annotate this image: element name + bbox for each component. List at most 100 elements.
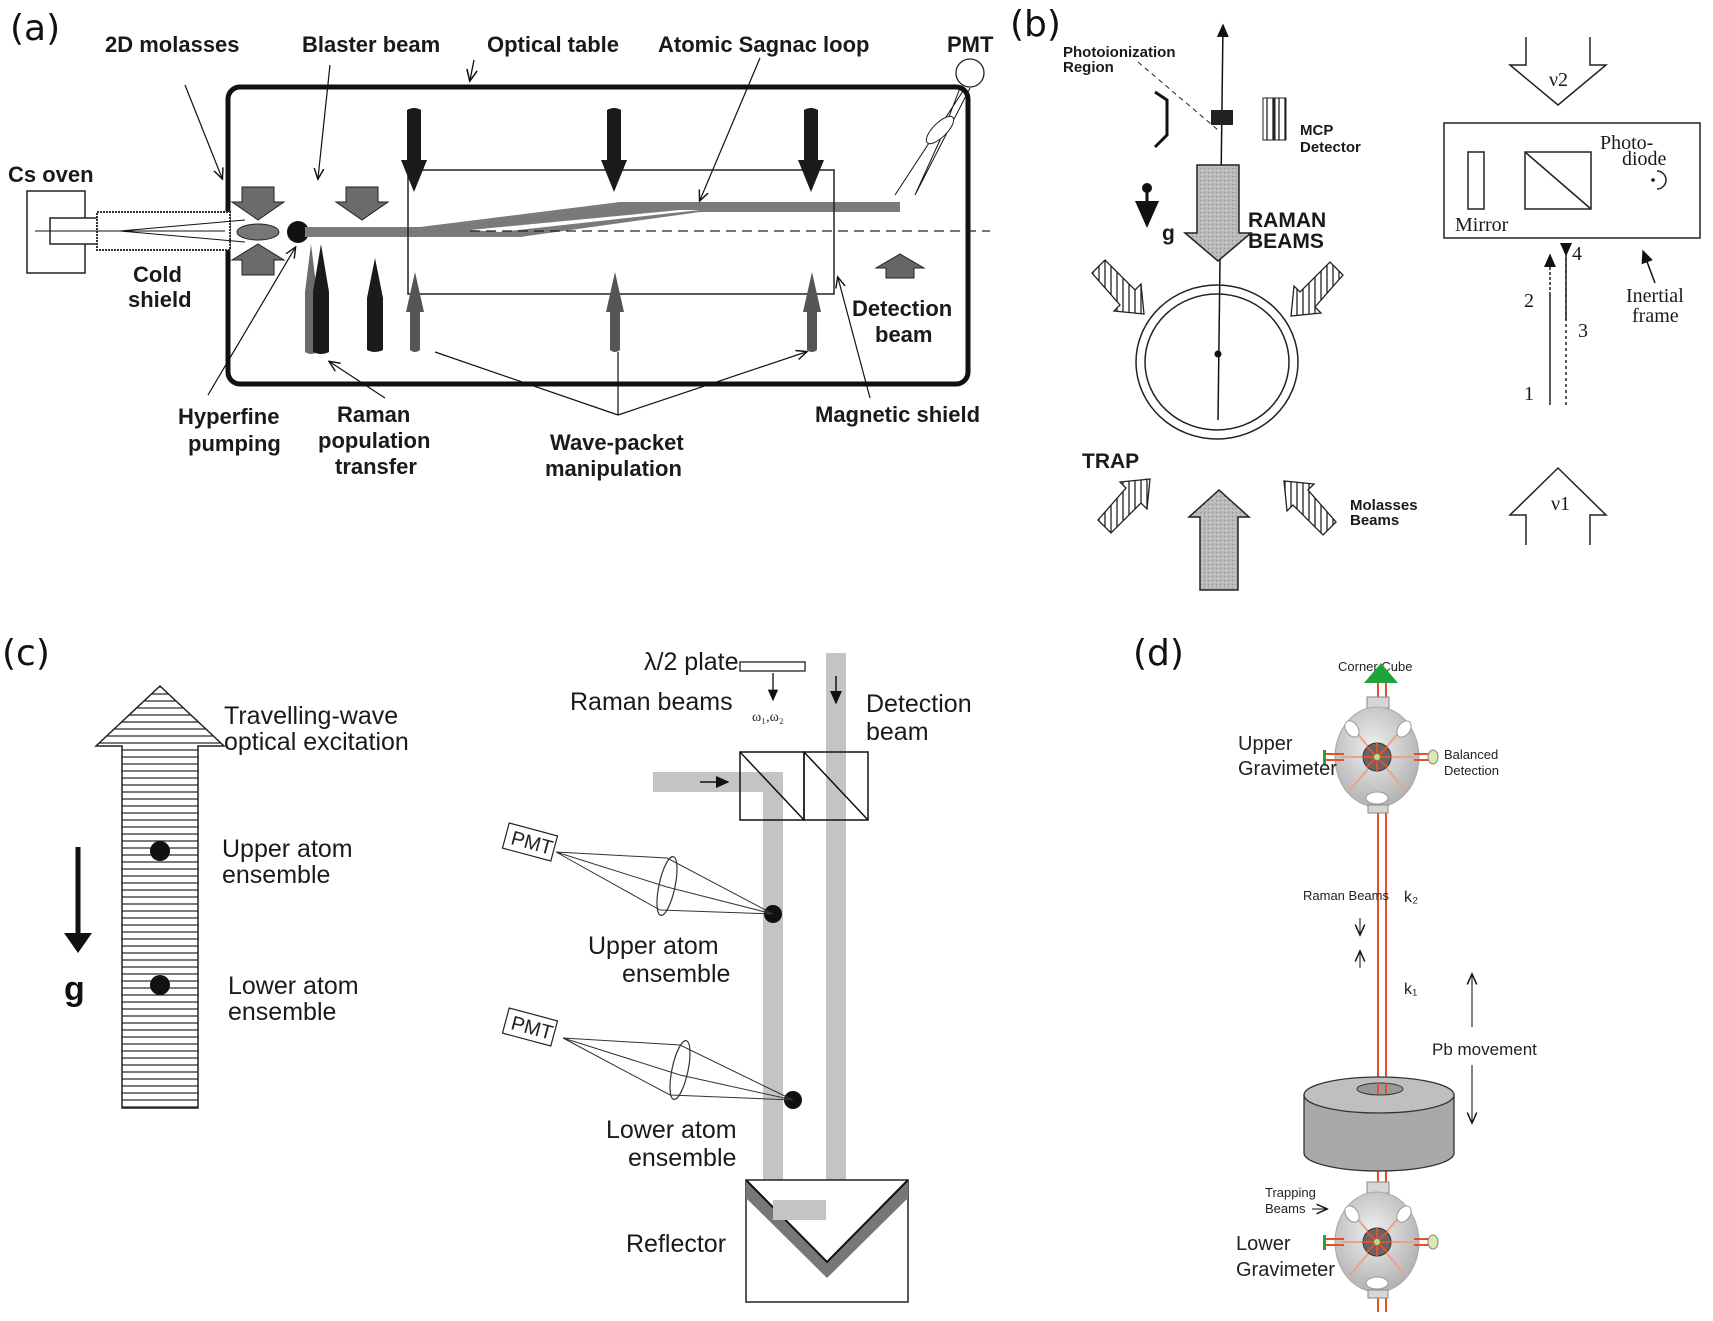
label-corner-cube: Corner Cube	[1338, 659, 1412, 674]
panel-b: (b) Photoionization Region MCP Detector …	[1010, 4, 1701, 591]
label-blaster-beam: Blaster beam	[302, 32, 440, 57]
label-cold-shield-2: shield	[128, 287, 192, 312]
beamsplitter-diagonal	[1524, 151, 1592, 210]
label-balanced-2: Detection	[1444, 763, 1499, 778]
label-hyperfine-2: pumping	[188, 431, 281, 456]
photoionization-pointer	[1137, 61, 1219, 131]
mcp-plate-1	[1262, 97, 1275, 141]
label-lower-2: ensemble	[228, 998, 336, 1026]
atom-beam	[305, 227, 425, 237]
sagnac-loop-gap	[470, 210, 700, 232]
reflector-mirror	[746, 1180, 908, 1278]
label-molasses-1: Molasses	[1350, 497, 1418, 514]
reflector-body	[745, 1179, 909, 1303]
label-upper-grav-1: Upper	[1238, 733, 1293, 755]
label-nu2: ν2	[1549, 69, 1568, 91]
label-mcp-2: Detector	[1300, 139, 1361, 156]
label-upper-grav-2: Gravimeter	[1238, 758, 1337, 780]
label-path-4: 4	[1572, 243, 1582, 265]
label-trapping-2: Beams	[1265, 1201, 1306, 1216]
label-mirror: Mirror	[1455, 214, 1509, 236]
label-travelling-1: Travelling-wave	[224, 702, 398, 730]
label-k2: k₂	[1404, 889, 1418, 906]
wavepacket-pointers	[434, 352, 806, 416]
sagnac-pointer	[700, 57, 761, 200]
pmt-lens	[925, 115, 955, 145]
raman-down-arrows	[401, 108, 824, 192]
panel-label-d: (d)	[1133, 633, 1184, 674]
label-photoionization-1: Photoionization	[1063, 44, 1175, 61]
label-pb-movement: Pb movement	[1432, 1040, 1537, 1059]
label-trap: TRAP	[1082, 450, 1139, 473]
panel-a: (a) 2D molasses Blaster beam Optical tab…	[8, 8, 994, 481]
label-cold-shield-1: Cold	[133, 262, 182, 287]
label-upper-r1: Upper atom	[588, 932, 719, 960]
mirror-shape	[1467, 151, 1485, 210]
photoionization-region	[1211, 110, 1233, 125]
label-lower-r2: ensemble	[628, 1144, 736, 1172]
nu1-arrow	[1508, 466, 1608, 545]
label-omega: ω₁,ω₂	[752, 710, 784, 725]
pmt-icon	[955, 58, 985, 88]
half-wave-plate	[739, 661, 806, 672]
wavepacket-arrows	[406, 272, 821, 352]
label-half-wave: λ/2 plate	[644, 648, 739, 676]
label-raman-beams-d: Raman Beams	[1303, 888, 1389, 903]
corner-cube-icon	[1364, 663, 1398, 683]
label-path-1: 1	[1524, 383, 1534, 405]
raman-up-arrows	[305, 244, 383, 354]
label-g-b: g	[1162, 222, 1175, 245]
mcp-plate-2	[1274, 97, 1287, 141]
label-hyperfine-1: Hyperfine	[178, 404, 279, 429]
label-k1: k₁	[1404, 981, 1417, 998]
label-upper-2: ensemble	[222, 861, 330, 889]
blaster-pointer	[318, 64, 331, 178]
lower-atom-dot	[150, 975, 170, 995]
photodiode-dot	[1651, 178, 1655, 182]
lower-gravimeter	[1323, 1181, 1439, 1299]
optical-table-pointer	[470, 59, 474, 80]
label-lower-grav-2: Gravimeter	[1236, 1259, 1335, 1281]
label-balanced-1: Balanced	[1444, 747, 1498, 762]
label-path-3: 3	[1578, 320, 1588, 342]
panel-label-c: (c)	[2, 633, 50, 674]
nu2-arrow	[1507, 37, 1609, 106]
label-2d-molasses: 2D molasses	[105, 32, 240, 57]
label-raman-2: population	[318, 428, 430, 453]
label-upper-1: Upper atom	[222, 835, 353, 863]
magnetic-shield-pointer	[838, 278, 871, 399]
upper-collection-lens	[656, 856, 678, 916]
raman-pointer	[330, 362, 386, 399]
photodiode-icon	[1656, 170, 1667, 190]
label-pmt-lower: PMT	[509, 1012, 555, 1044]
label-raman-beams-1: RAMAN	[1248, 209, 1326, 232]
label-lower-r1: Lower atom	[606, 1116, 737, 1144]
atom-source	[287, 221, 309, 243]
atom-beam-lines	[35, 219, 246, 243]
travelling-wave-arrow	[94, 684, 226, 1109]
electrode-bracket	[1153, 90, 1169, 149]
label-trapping-1: Trapping	[1265, 1185, 1316, 1200]
detection-beam-vertical	[826, 653, 846, 1252]
label-lower-grav-1: Lower	[1236, 1233, 1291, 1255]
label-inertial-2: frame	[1632, 305, 1679, 327]
label-cs-oven: Cs oven	[8, 162, 94, 187]
pmt-upper: PMT	[501, 822, 559, 862]
label-raman-1: Raman	[337, 402, 410, 427]
pb-mass	[1303, 1076, 1455, 1172]
label-raman-3: transfer	[335, 454, 417, 479]
panel-c: (c) g Travelling-wave optical excitation…	[2, 633, 972, 1303]
trap-outer-ring	[1135, 284, 1299, 440]
label-photo-2: diode	[1622, 148, 1667, 170]
label-nu1: ν1	[1551, 493, 1570, 515]
upper-fluorescence-rays	[555, 851, 774, 915]
label-magnetic-shield: Magnetic shield	[815, 402, 980, 427]
raman-beam-down-arrow	[1182, 164, 1254, 262]
label-photoionization-2: Region	[1063, 59, 1114, 76]
inertial-frame-pointer	[1641, 249, 1656, 284]
label-raman-beams-2: BEAMS	[1248, 230, 1324, 253]
label-wavepacket-2: manipulation	[545, 456, 682, 481]
label-optical-table: Optical table	[487, 32, 619, 57]
molasses-cloud	[236, 223, 280, 241]
